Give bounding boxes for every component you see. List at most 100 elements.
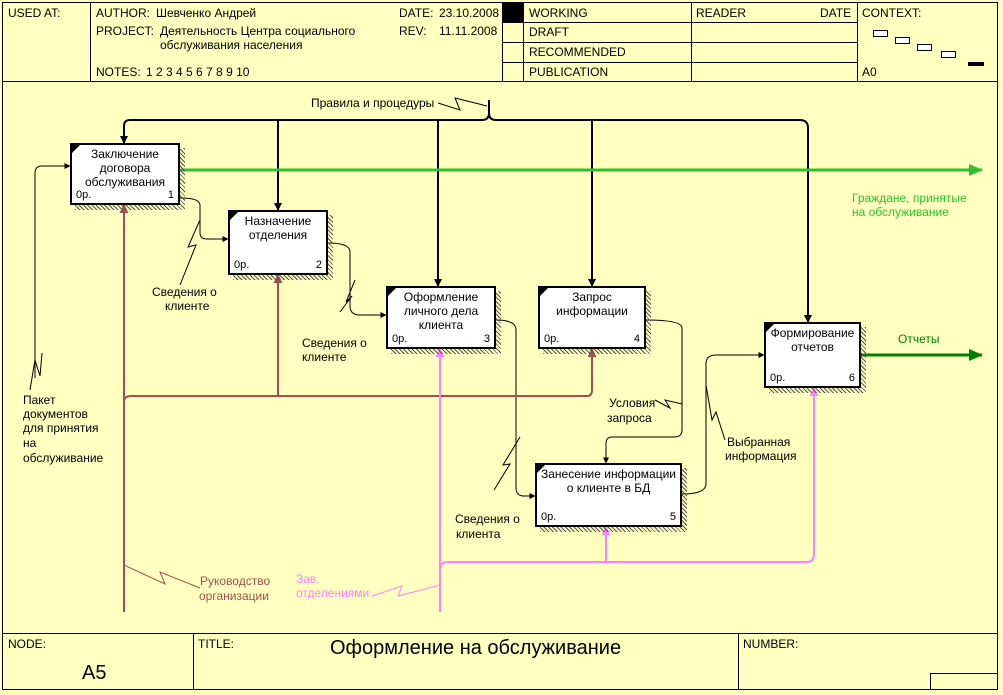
arrow-selected-info — [681, 352, 765, 495]
activity-box-label-line: о клиенте в БД — [566, 481, 651, 495]
arrow-query-conditions — [603, 319, 683, 464]
activity-box-number: 6 — [848, 372, 855, 384]
notes-label: NOTES: — [96, 65, 141, 79]
label-management-1: Руководство — [200, 574, 271, 588]
activity-box-cost: 0р. — [770, 372, 786, 384]
project-line-2: обслуживания населения — [160, 38, 303, 52]
label-citizens-1: Граждане, принятые — [852, 191, 967, 205]
activity-box-label-line: Назначение — [244, 214, 312, 228]
label-heads-2: отделениями — [296, 586, 370, 600]
arrow-document-package — [29, 163, 71, 391]
date-value: 23.10.2008 — [439, 6, 500, 20]
box-corner-mark — [388, 288, 396, 296]
author-label: AUTHOR: — [96, 6, 150, 20]
label-client-info-c-1: Сведения о — [455, 512, 520, 526]
label-management-2: организации — [199, 589, 269, 603]
box-corner-mark — [766, 324, 774, 332]
activity-box-cost: 0р. — [76, 189, 92, 201]
activity-box-number: 2 — [315, 259, 322, 271]
node-label: NODE: — [8, 637, 47, 651]
label-reports: Отчеты — [898, 332, 940, 346]
label-heads-1: Зав. — [296, 572, 320, 586]
label-client-info-a-2: клиенте — [165, 299, 210, 313]
activity-box-cost: 0р. — [544, 333, 560, 345]
label-query-cond-2: запроса — [607, 411, 652, 425]
status-working: WORKING — [529, 6, 588, 20]
label-client-info-b-1: Сведения о — [302, 336, 367, 350]
author-value: Шевченко Андрей — [156, 6, 257, 20]
activity-box-cost: 0р. — [392, 333, 408, 345]
label-client-info-b-2: клиенте — [302, 350, 347, 364]
box-corner-mark — [230, 212, 238, 220]
label-client-info-c-2: клиента — [456, 527, 501, 541]
box-corner-mark — [540, 288, 548, 296]
box-corner-mark — [537, 465, 545, 473]
rev-value: 11.11.2008 — [439, 24, 498, 38]
date-label: DATE: — [399, 6, 434, 20]
reader-label: READER — [696, 6, 747, 20]
activity-box-number: 3 — [483, 333, 490, 345]
activity-box-number: 5 — [669, 511, 676, 523]
arrow-rules-and-procedures — [120, 100, 812, 323]
page-title: Оформление на обслуживание — [330, 637, 622, 659]
activity-box-label-line: Оформление — [403, 290, 479, 304]
arrow-client-info-1-2 — [179, 197, 229, 286]
activity-box-label-line: договора — [99, 161, 151, 175]
activity-box-label-line: информации — [556, 304, 628, 318]
activity-box-label-line: личного дела — [403, 304, 479, 318]
activity-box-label-line: клиента — [418, 318, 464, 332]
notes-value: 1 2 3 4 5 6 7 8 9 10 — [146, 65, 250, 79]
label-rules: Правила и процедуры — [311, 96, 435, 110]
node-value: A5 — [82, 662, 107, 684]
activity-box-label-line: Заключение — [91, 147, 159, 161]
activity-box-label-line: Запрос — [572, 290, 612, 304]
activity-box-label-line: Занесение информации — [541, 467, 676, 481]
activity-box-label-line: отчетов — [791, 340, 834, 354]
context-node: A0 — [862, 65, 877, 79]
label-package-1: Пакет — [23, 393, 56, 407]
box-corner-mark — [72, 145, 80, 153]
status-recommended: RECOMMENDED — [529, 45, 626, 59]
status-draft: DRAFT — [529, 25, 569, 39]
label-citizens-2: на обслуживание — [852, 205, 949, 219]
used-at-label: USED AT: — [8, 6, 61, 20]
number-label: NUMBER: — [743, 637, 799, 651]
rev-label: REV: — [399, 24, 427, 38]
label-package-2: документов — [23, 407, 88, 421]
activity-box-label-line: обслуживания — [84, 175, 166, 189]
status-publication: PUBLICATION — [529, 65, 609, 79]
label-selected-1: Выбранная — [727, 435, 791, 449]
arrow-client-info-3-5 — [493, 319, 536, 499]
activity-box-number: 1 — [167, 189, 174, 201]
label-package-5: обслуживание — [23, 451, 104, 465]
label-package-3: для принятия — [23, 421, 99, 435]
context-label: CONTEXT: — [862, 6, 922, 20]
working-status-marker — [503, 3, 523, 22]
arrow-department-heads — [435, 348, 819, 612]
project-label: PROJECT: — [96, 24, 155, 38]
label-package-4: на — [23, 436, 37, 450]
arrow-management — [119, 204, 597, 612]
reader-date-label: DATE — [820, 6, 852, 20]
activity-box-label-line: отделения — [248, 228, 308, 242]
activity-box-cost: 0р. — [541, 511, 557, 523]
label-query-cond-1: Условия — [609, 396, 656, 410]
project-line-1: Деятельность Центра социального — [160, 24, 356, 38]
label-selected-2: информация — [725, 449, 797, 463]
activity-box-number: 4 — [633, 333, 640, 345]
arrow-client-info-2-3 — [327, 242, 387, 318]
